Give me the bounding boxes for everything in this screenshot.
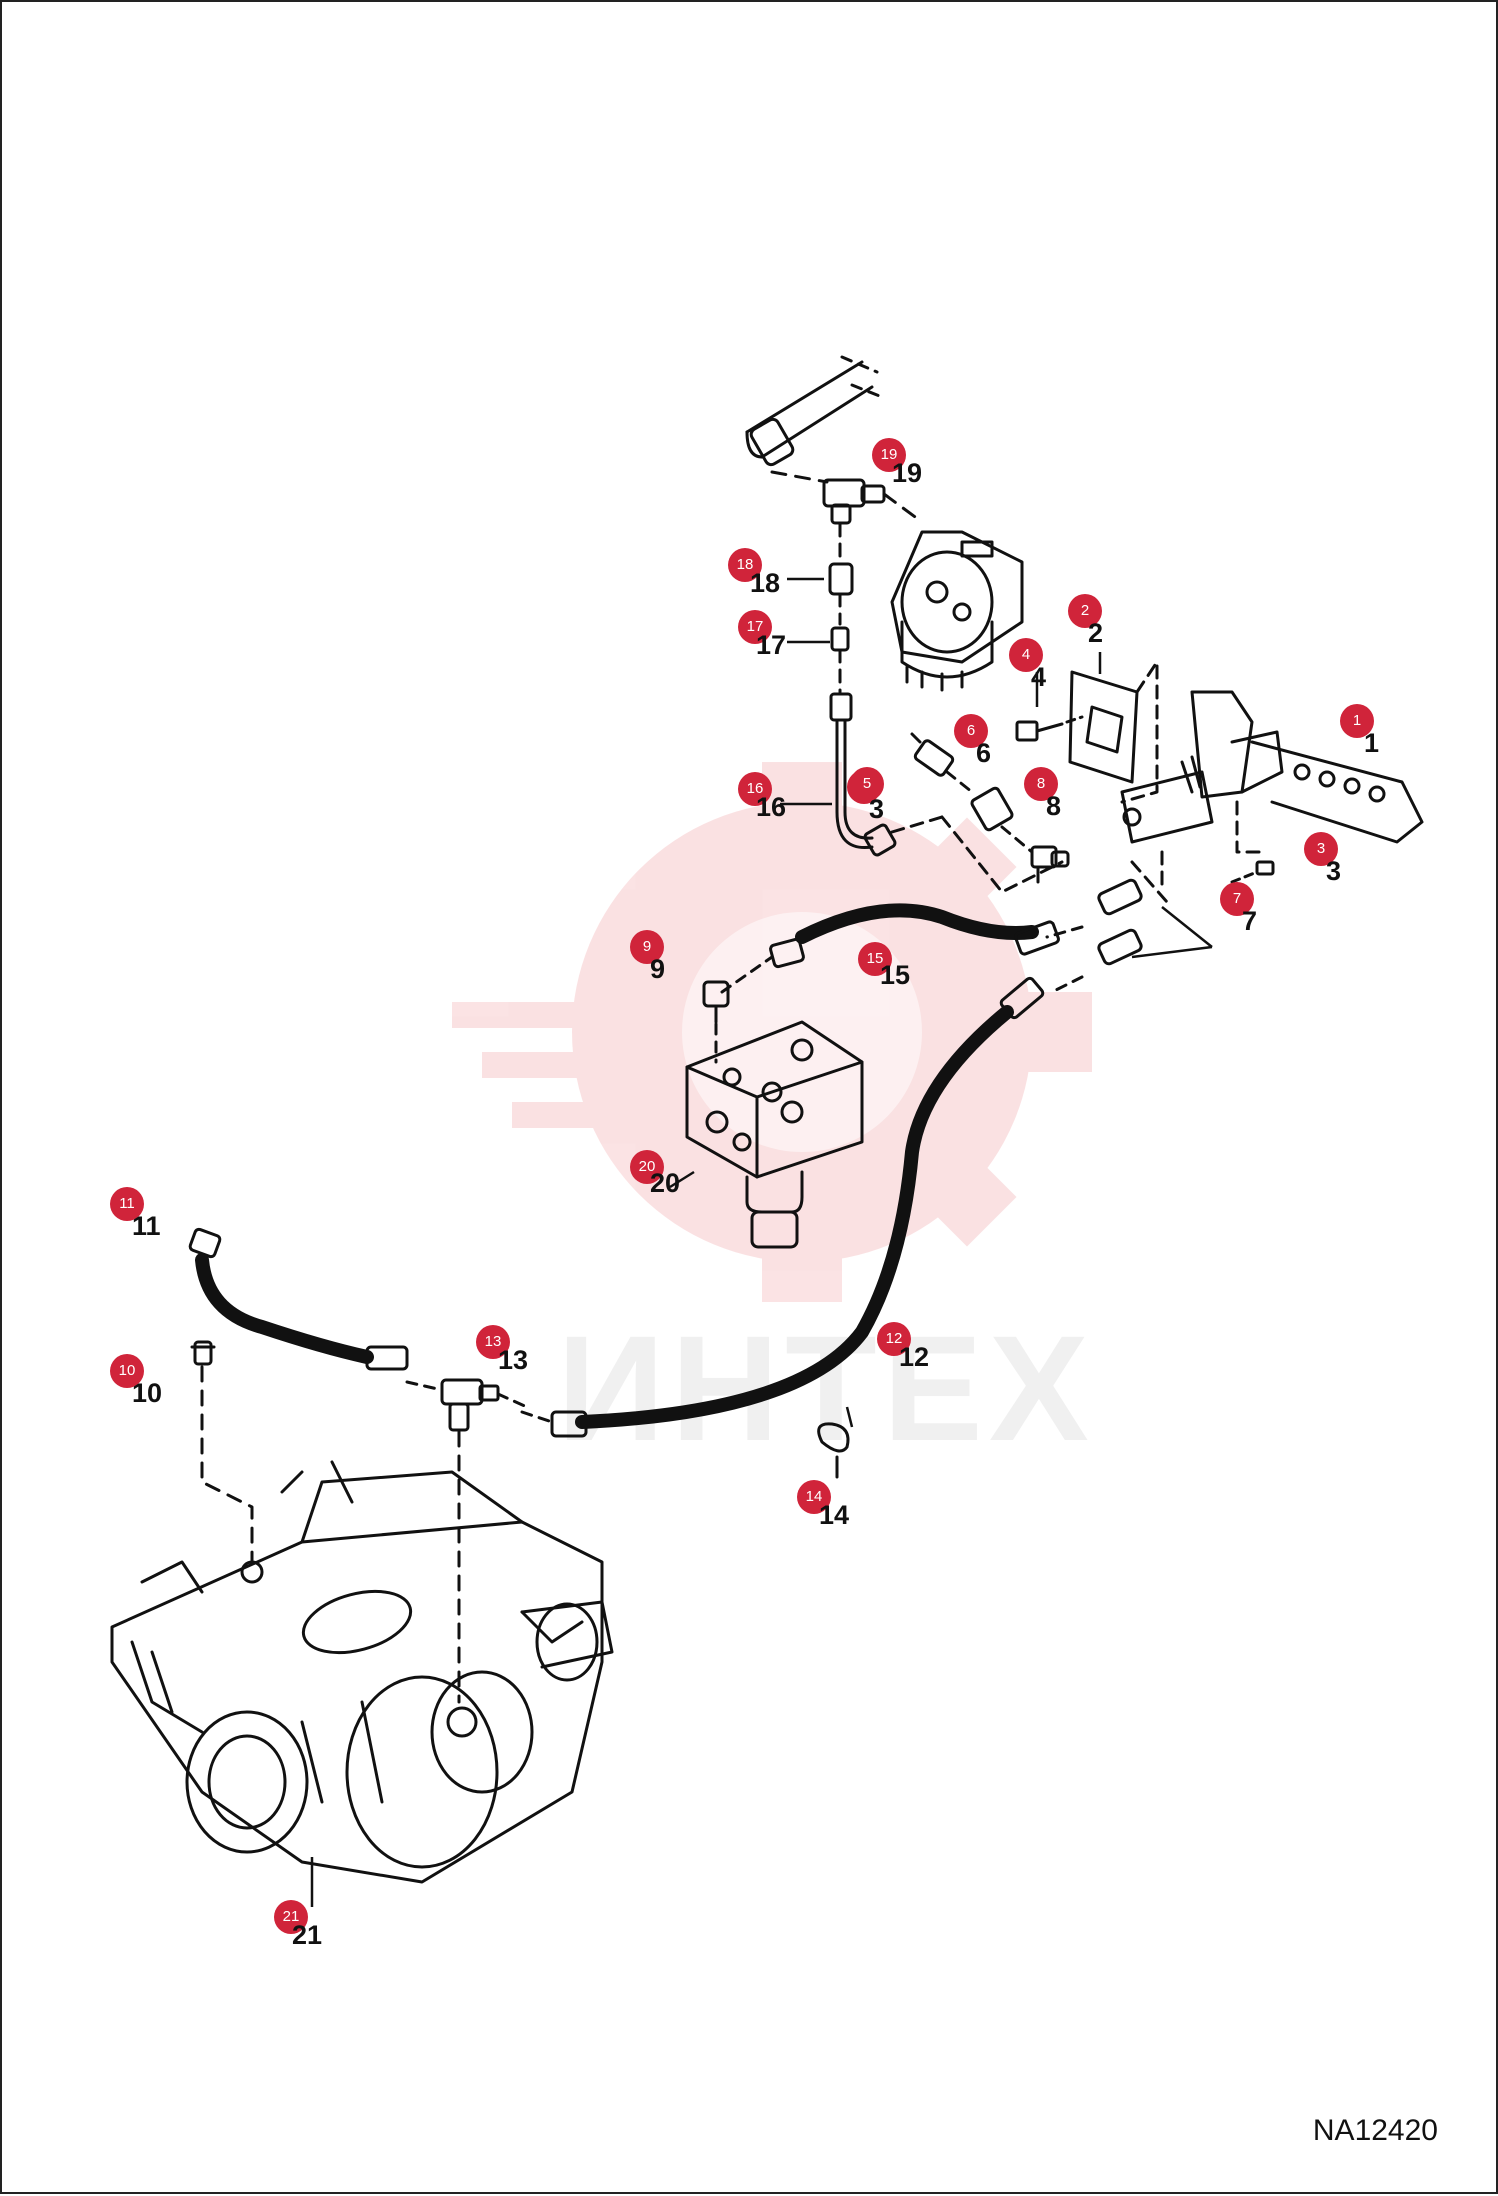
nut-18 bbox=[828, 562, 854, 596]
drawing-number: NA12420 bbox=[1312, 2114, 1438, 2147]
callout-number: 1 bbox=[1364, 728, 1380, 758]
bolt-4 bbox=[1015, 720, 1064, 742]
callout-leaders bbox=[310, 577, 1213, 1907]
callout-badge: 8 bbox=[1024, 767, 1058, 801]
callout-badge: 16 bbox=[738, 772, 772, 806]
spacer-6 bbox=[970, 786, 1014, 832]
callout-number: 14 bbox=[819, 1500, 850, 1530]
screw-3 bbox=[1255, 860, 1275, 876]
callout-number: 19 bbox=[892, 458, 923, 488]
callout-number: 11 bbox=[132, 1211, 161, 1241]
callout-badge: 19 bbox=[872, 438, 906, 472]
callout-badge: 21 bbox=[274, 1900, 308, 1934]
adapter-7a bbox=[1097, 878, 1143, 916]
callout-badge: 9 bbox=[630, 930, 664, 964]
callout-number: 21 bbox=[292, 1920, 323, 1950]
pilot-motor bbox=[890, 530, 1024, 692]
hose-12 bbox=[550, 976, 1045, 1438]
callout-number: 17 bbox=[756, 630, 787, 660]
callout-number: 6 bbox=[976, 738, 992, 768]
callout-number: 20 bbox=[650, 1168, 681, 1198]
hose-11 bbox=[188, 1227, 409, 1371]
callout-badge: 20 bbox=[630, 1150, 664, 1184]
control-handle-1 bbox=[1120, 690, 1424, 844]
valve-block-20 bbox=[685, 1020, 864, 1249]
fitting-10 bbox=[190, 1340, 216, 1366]
sleeve-17 bbox=[830, 626, 850, 652]
callout-number: 16 bbox=[756, 792, 787, 822]
callout-badge: 17 bbox=[738, 610, 772, 644]
callout-number: 13 bbox=[498, 1345, 529, 1375]
elbow-9 bbox=[702, 980, 730, 1024]
leader-hose-tee bbox=[770, 470, 829, 484]
callout-badge: 7 bbox=[1220, 882, 1254, 916]
callout-number: 2 bbox=[1088, 618, 1104, 648]
callout-number: 7 bbox=[1242, 906, 1258, 936]
callout-badge: 14 bbox=[797, 1480, 831, 1514]
supply-hose-end bbox=[745, 355, 884, 467]
tee-fitting-19 bbox=[822, 478, 886, 525]
hydrostatic-pump-21 bbox=[110, 1460, 614, 1884]
elbow-8 bbox=[1030, 845, 1070, 884]
clip-14 bbox=[817, 1422, 850, 1453]
callout-badge: 4 bbox=[1009, 638, 1043, 672]
fitting-5 bbox=[910, 732, 955, 777]
callout-badge: 3 bbox=[1304, 832, 1338, 866]
callout-badge: 1 bbox=[1340, 704, 1374, 738]
tee-13 bbox=[440, 1378, 500, 1432]
tube-16 bbox=[829, 692, 897, 857]
callout-number: 9 bbox=[650, 954, 666, 984]
callout-badge: 13 bbox=[476, 1325, 510, 1359]
callout-badge: 6 bbox=[954, 714, 988, 748]
callout-number: 8 bbox=[1046, 791, 1062, 821]
callout-badge: 2 bbox=[1068, 594, 1102, 628]
callout-number: 15 bbox=[880, 960, 911, 990]
callout-badge: 10 bbox=[110, 1354, 144, 1388]
callout-badge: 12 bbox=[877, 1322, 911, 1356]
callout-number: 4 bbox=[1031, 662, 1047, 692]
callout-number: 3 bbox=[869, 794, 885, 824]
callout-number: 10 bbox=[132, 1378, 163, 1408]
adapter-7b bbox=[1097, 928, 1143, 966]
hose-15 bbox=[769, 903, 1060, 969]
callout-number: 3 bbox=[1326, 856, 1342, 886]
callout-badge: 18 bbox=[728, 548, 762, 582]
callout-badge: 5 bbox=[850, 767, 884, 801]
callout-badge: 11 bbox=[110, 1187, 144, 1221]
callout-number: 18 bbox=[750, 568, 781, 598]
callout-number: 12 bbox=[899, 1342, 930, 1372]
callout-badge: 15 bbox=[858, 942, 892, 976]
cover-plate-2 bbox=[1068, 670, 1139, 784]
